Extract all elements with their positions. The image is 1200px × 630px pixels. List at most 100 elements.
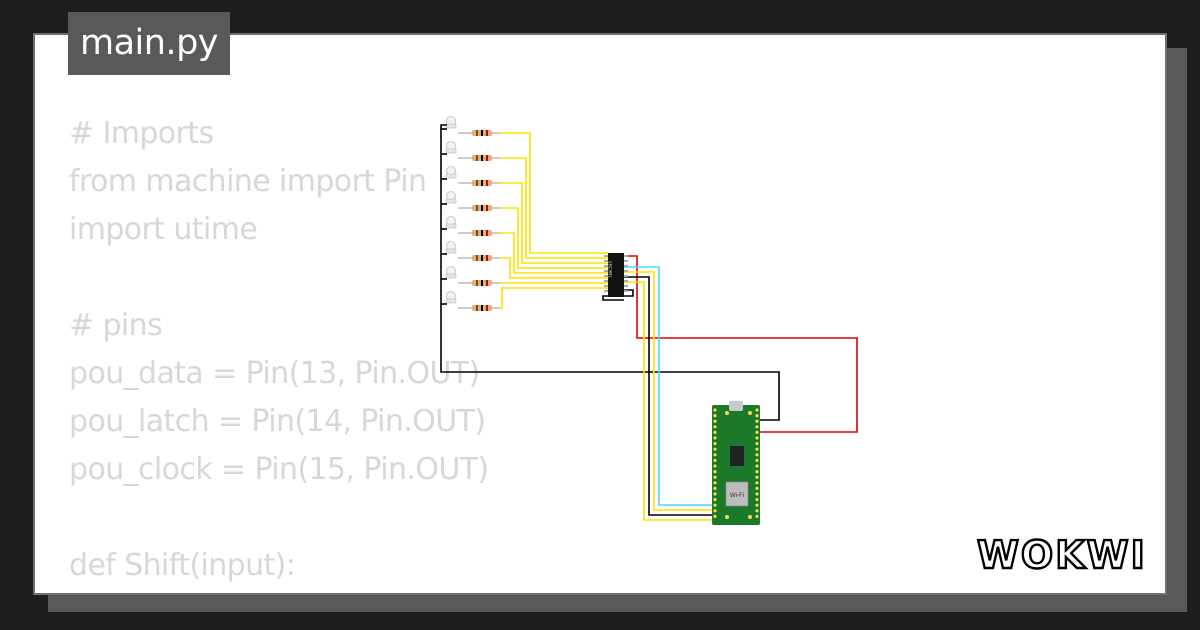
pico-pin: [713, 475, 717, 479]
resistor-band: [481, 255, 483, 261]
chip-pin: [604, 265, 608, 267]
pico-pin: [713, 436, 717, 440]
pico-pin: [755, 458, 759, 462]
chip-pin: [604, 275, 608, 277]
pico-pin: [755, 498, 759, 502]
resistor-band: [481, 280, 483, 286]
wifi-module: [725, 481, 749, 507]
pico-pin: [755, 514, 759, 519]
pico-pin: [713, 503, 717, 507]
pico-pin: [713, 470, 717, 474]
pico-pin: [755, 481, 759, 485]
wire-yellow: [500, 287, 608, 309]
wifi-label: Wi-Fi: [730, 493, 744, 499]
code-line: def Shift(input):: [69, 548, 296, 583]
pico-pin: [713, 419, 717, 423]
chip-pin: [604, 280, 608, 282]
pico-pin: [713, 458, 717, 462]
chip-pin: [624, 275, 628, 277]
pico-pin: [755, 414, 759, 418]
resistor-band: [486, 305, 488, 311]
wire-data: [624, 266, 712, 506]
resistor-band: [481, 230, 483, 236]
wokwi-logo[interactable]: WOKWI: [975, 530, 1150, 580]
code-line: # Imports: [69, 116, 214, 151]
resistor-band: [486, 230, 488, 236]
pico-pin: [755, 442, 759, 446]
wire-yellow: [500, 207, 608, 269]
led-base: [445, 148, 457, 154]
pico-pin: [713, 509, 717, 513]
led-base: [445, 198, 457, 204]
code-line: pou_data = Pin(13, Pin.OUT): [69, 356, 480, 391]
led-base: [445, 223, 457, 229]
pico-pin: [755, 492, 759, 496]
pico-board: Wi-Fi: [712, 401, 760, 525]
pico-pin: [713, 408, 717, 412]
pico-pin: [755, 419, 759, 423]
resistor-band: [481, 205, 483, 211]
pico-pin: [755, 470, 759, 474]
wire-ground: [440, 124, 780, 421]
chip-icon: [730, 446, 744, 466]
resistor-band: [476, 230, 478, 236]
led-base: [445, 298, 457, 304]
pico-pin: [755, 425, 759, 429]
wire-yellow: [500, 232, 608, 274]
wire-yellow: [500, 257, 608, 279]
pico-pin: [755, 430, 759, 434]
pico-pin: [713, 414, 717, 418]
pico-pin: [713, 486, 717, 490]
led-base: [445, 273, 457, 279]
resistor-band: [476, 255, 478, 261]
pico-pin: [755, 475, 759, 479]
chip-pin: [604, 290, 608, 292]
resistor-band: [476, 180, 478, 186]
file-tab[interactable]: main.py: [68, 12, 231, 75]
chip-pin: [624, 265, 628, 267]
code-line: pou_clock = Pin(15, Pin.OUT): [69, 452, 489, 487]
resistor-band: [476, 205, 478, 211]
resistor-band: [476, 130, 478, 136]
wire-yellow: [500, 132, 608, 254]
chip-pin: [604, 260, 608, 262]
code-line: # pins: [69, 308, 163, 343]
wire-vcc: [624, 255, 858, 433]
resistor-band: [486, 280, 488, 286]
wires: [440, 124, 858, 521]
chip-pin: [624, 280, 628, 282]
svg-text:74HC595: 74HC595: [608, 261, 613, 278]
resistor-band: [481, 155, 483, 161]
chip-pin: [624, 290, 628, 292]
resistor-band: [476, 305, 478, 311]
pico-pin: [713, 430, 717, 434]
resistor-band: [476, 155, 478, 161]
resistor-band: [486, 205, 488, 211]
pico-pin: [755, 503, 759, 507]
pico-pin: [755, 447, 759, 451]
svg-text:WOKWI: WOKWI: [977, 533, 1147, 577]
usb-port-icon: [729, 401, 743, 411]
resistor-band: [481, 180, 483, 186]
resistor-band: [486, 255, 488, 261]
led-base: [445, 248, 457, 254]
resistor-band: [476, 280, 478, 286]
led-base: [445, 123, 457, 129]
pico-pin: [713, 453, 717, 457]
wire-yellow: [500, 182, 608, 264]
chip-pin: [604, 285, 608, 287]
chip-pin: [624, 255, 628, 257]
pico-pin: [713, 498, 717, 502]
resistor-band: [486, 155, 488, 161]
pico-pin: [713, 464, 717, 468]
resistor-band: [481, 305, 483, 311]
led-base: [445, 173, 457, 179]
pico-pin: [755, 436, 759, 440]
chip-pin: [624, 285, 628, 287]
pico-pin: [713, 481, 717, 485]
pico-pin: [713, 492, 717, 496]
led-column: [445, 116, 457, 304]
pico-pin: [713, 442, 717, 446]
